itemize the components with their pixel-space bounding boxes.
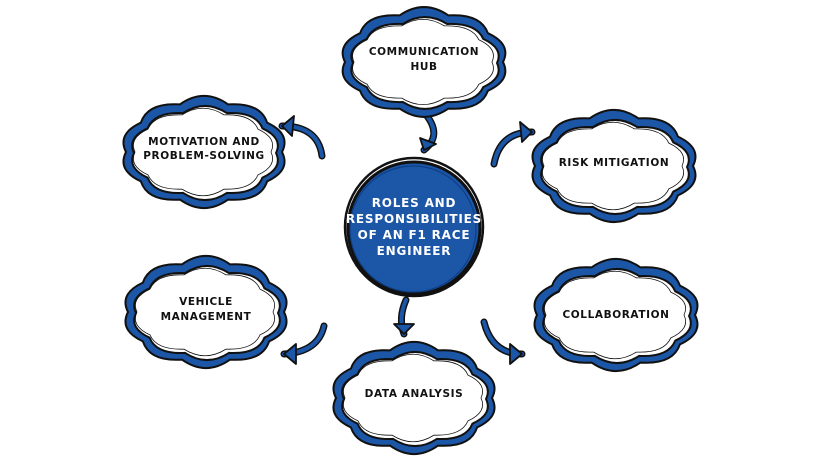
cloud-node-collaboration: COLLABORATION — [533, 257, 699, 373]
cloud-label-communication-hub-line-2: HUB — [410, 61, 437, 73]
cloud-sketch-line — [134, 267, 276, 357]
cloud-label-communication-hub-line-1: COMMUNICATION — [369, 46, 479, 58]
cloud-inner-fill — [131, 104, 279, 202]
cloud-sketch-line — [543, 270, 687, 360]
cloud-node-risk-mitigation: RISK MITIGATION — [531, 108, 697, 224]
cloud-sketch-line — [132, 107, 274, 197]
center-node: ROLES AND RESPONSIBILITIES OF AN F1 RACE… — [343, 156, 485, 298]
connector-arrows — [278, 112, 536, 365]
cloud-node-vehicle-management: VEHICLE MANAGEMENT — [124, 254, 288, 370]
arrow-to-collaboration — [480, 318, 526, 365]
arrow-to-risk — [490, 121, 536, 168]
arrow-head — [419, 137, 437, 151]
cloud-inner-fill — [341, 350, 489, 448]
cloud-node-motivation: MOTIVATION AND PROBLEM-SOLVING — [122, 94, 286, 210]
cloud-nodes: COMMUNICATION HUB MOTIVATION AND PROBLEM-SO… — [122, 6, 699, 456]
arrow-head — [393, 323, 415, 335]
cloud-label-data-analysis-line-1: DATA ANALYSIS — [365, 388, 464, 400]
cloud-sketch-line — [541, 121, 685, 211]
cloud-label-motivation-line-1: MOTIVATION AND — [148, 136, 260, 148]
arrow-head — [509, 343, 523, 365]
arrow-head — [281, 115, 295, 137]
cloud-sketch-line — [352, 19, 494, 105]
arrow-head — [283, 343, 297, 365]
cloud-label-vehicle-management-line-2: MANAGEMENT — [161, 311, 252, 323]
arrow-to-motivation — [278, 115, 326, 160]
arrow-from-communication — [419, 112, 438, 154]
cloud-node-data-analysis: DATA ANALYSIS — [332, 340, 496, 456]
cloud-inner-fill — [542, 267, 692, 365]
center-circle — [346, 160, 482, 296]
arrow-head — [519, 121, 533, 143]
cloud-sketch-line — [342, 353, 484, 443]
cloud-label-risk-mitigation-line-1: RISK MITIGATION — [559, 157, 669, 169]
center-title-line-1: ROLES AND — [372, 196, 457, 210]
cloud-label-motivation-line-2: PROBLEM-SOLVING — [143, 150, 265, 162]
arrow-to-vehicle — [280, 322, 328, 365]
cloud-inner-fill — [133, 264, 281, 362]
center-title-line-3: OF AN F1 RACE — [358, 228, 471, 242]
cloud-inner-fill — [350, 16, 500, 110]
center-title-line-2: RESPONSIBILITIES — [346, 212, 482, 226]
cloud-label-collaboration-line-1: COLLABORATION — [562, 309, 669, 321]
center-circle-shadow — [343, 156, 485, 298]
cloud-inner-fill — [540, 118, 690, 216]
cloud-label-vehicle-management-line-1: VEHICLE — [179, 296, 233, 308]
cloud-node-communication-hub: COMMUNICATION HUB — [341, 6, 507, 118]
center-title-line-4: ENGINEER — [377, 244, 452, 258]
center-circle-sketch — [349, 165, 477, 293]
arrow-to-data-analysis — [393, 296, 415, 338]
